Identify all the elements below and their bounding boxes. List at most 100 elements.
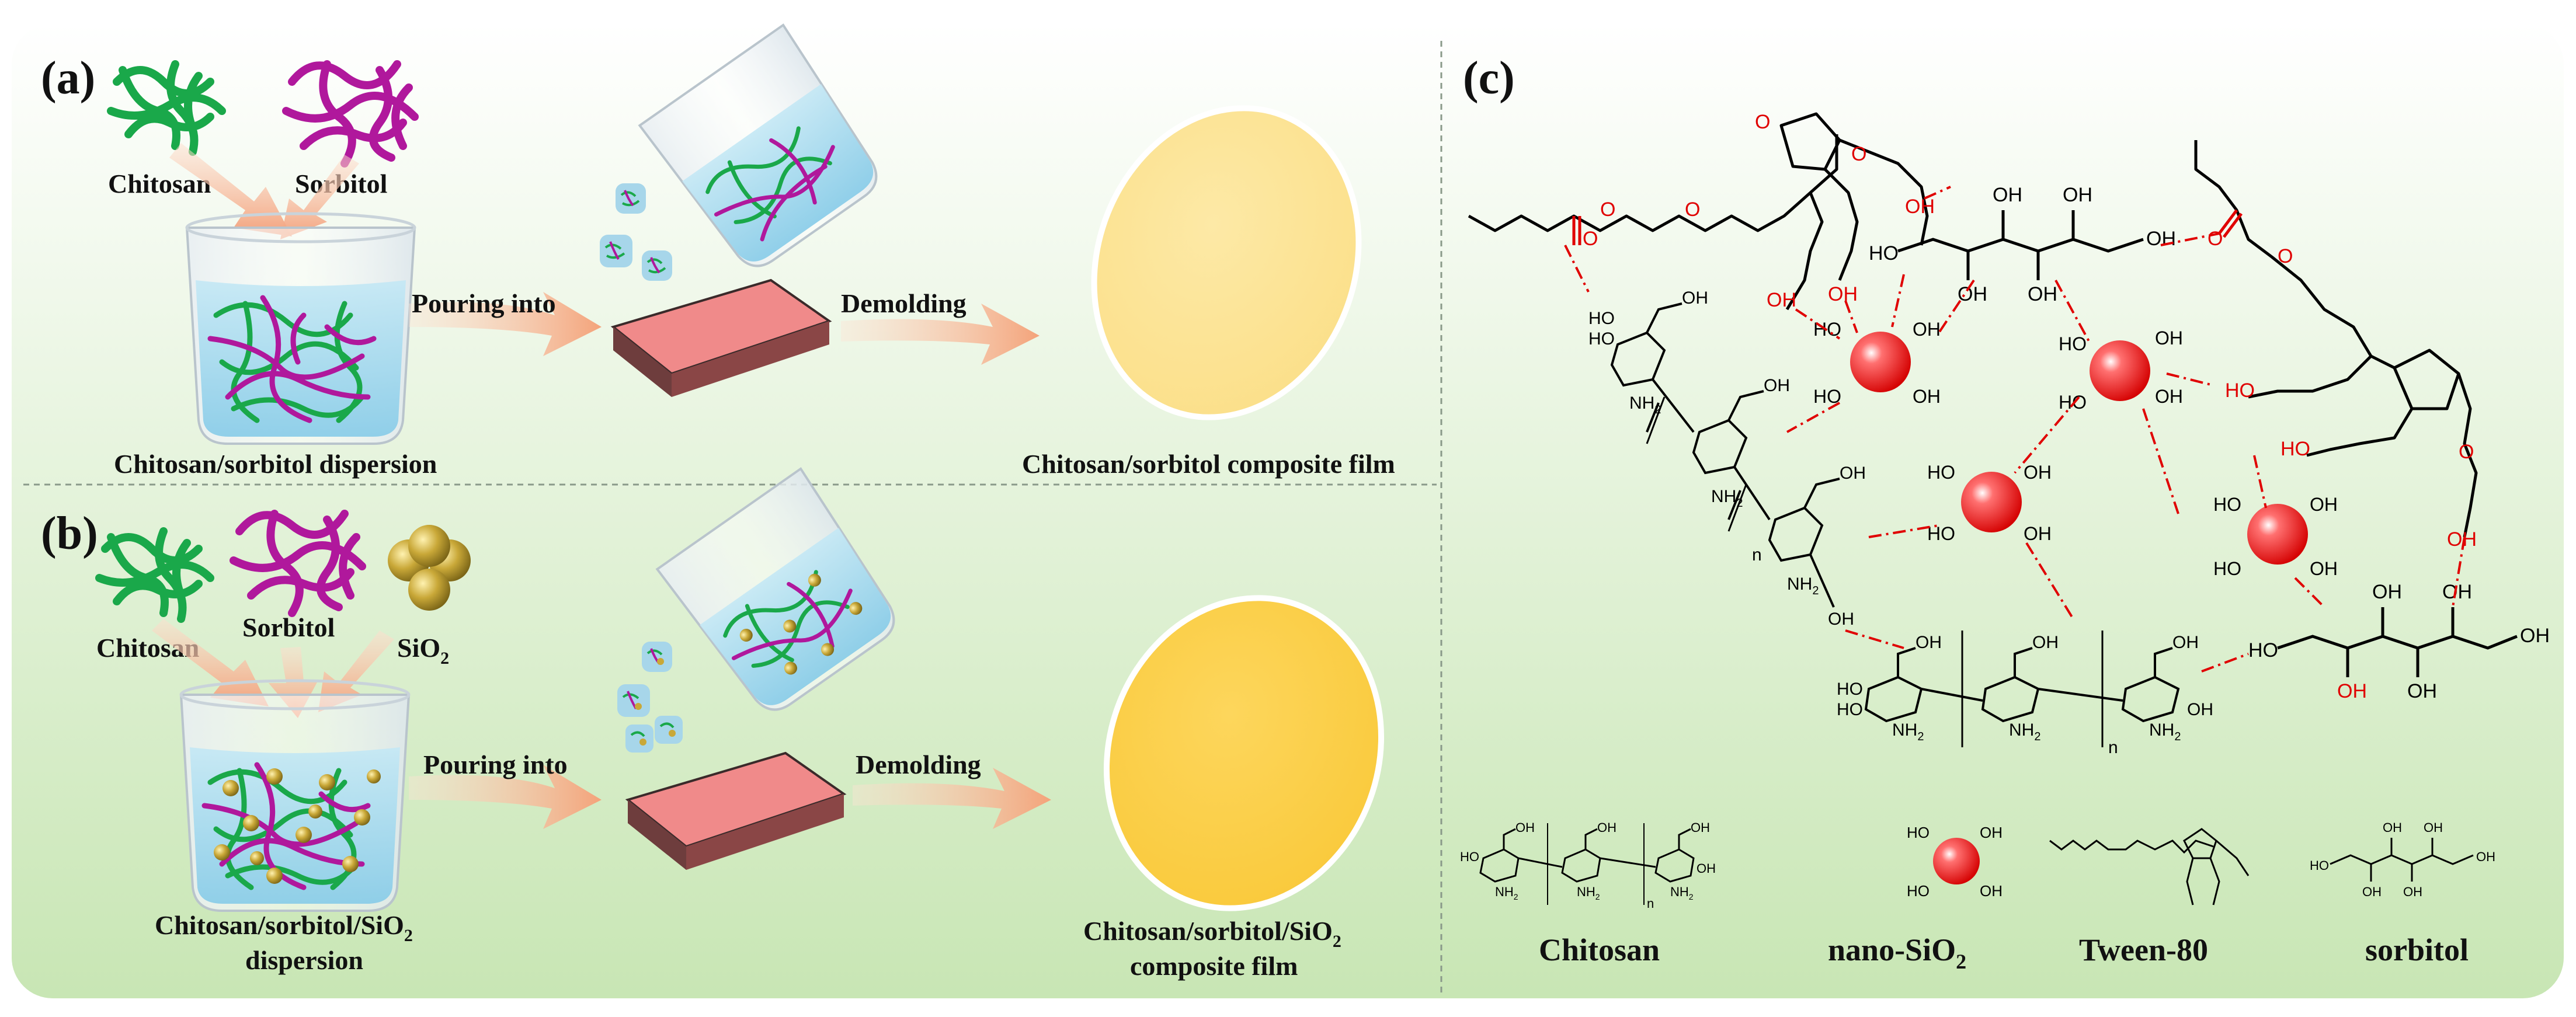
sio2-particles-icon bbox=[388, 525, 471, 611]
legend-label-nano-sio2: nano-SiO2 bbox=[1828, 932, 1966, 973]
hydroxyl-label: OH bbox=[1980, 824, 2003, 841]
hydroxyl-label: OH bbox=[2155, 328, 2183, 349]
legend-tween80-icon bbox=[2049, 828, 2250, 905]
mold-tray-a-icon bbox=[610, 278, 832, 397]
oxygen-label: O bbox=[1851, 143, 1866, 165]
hydroxyl-label: OH bbox=[2028, 283, 2057, 305]
hydroxyl-label: OH bbox=[2146, 228, 2176, 250]
pouring-arrow-a bbox=[409, 292, 602, 356]
hydroxyl-label: OH bbox=[2337, 680, 2367, 702]
pouring-beaker-b-icon bbox=[655, 467, 895, 711]
droplets-b-icon bbox=[617, 642, 683, 753]
hydroxyl-label: HO bbox=[1588, 309, 1615, 328]
legend-chitosan-icon bbox=[1479, 823, 1695, 905]
demolding-label-b: Demolding bbox=[856, 750, 981, 779]
hydroxyl-label: OH bbox=[1597, 820, 1616, 835]
demolding-arrow-b bbox=[853, 768, 1051, 829]
legend-label-tween80: Tween-80 bbox=[2079, 932, 2208, 967]
mold-tray-b-icon bbox=[625, 751, 847, 870]
hydroxyl-label: HO bbox=[1907, 824, 1930, 841]
hydroxyl-label: OH bbox=[1515, 820, 1535, 835]
hydroxyl-label: HO bbox=[2213, 558, 2241, 579]
oxygen-label: O bbox=[1600, 198, 1615, 221]
legend-chitosan-labels: HO OH OH OH NH2 NH2 NH2 n OH bbox=[1460, 820, 1716, 911]
hydroxyl-label: OH bbox=[2032, 633, 2059, 652]
hydroxyl-label: HO bbox=[1907, 882, 1930, 900]
pouring-label-a: Pouring into bbox=[412, 288, 556, 318]
legend-label-sorbitol: sorbitol bbox=[2365, 932, 2469, 967]
oxygen-label: O bbox=[1755, 111, 1770, 133]
repeat-n: n bbox=[1647, 896, 1654, 911]
tween80-molecule-left bbox=[1468, 112, 1929, 311]
hydroxyl-label: HO bbox=[1837, 680, 1863, 699]
hydroxyl-label: OH bbox=[1682, 288, 1708, 308]
sorbitol-molecule-bottom bbox=[2277, 607, 2518, 677]
hydroxyl-label: HO bbox=[2248, 639, 2278, 661]
legend-label-chitosan: Chitosan bbox=[1539, 932, 1660, 967]
legend-sio2-icon bbox=[1933, 838, 1980, 884]
sorbitol-labels-top: HO OH OH OH OH OH bbox=[1869, 184, 2176, 305]
beaker-b-icon bbox=[179, 679, 411, 912]
panel-b-label: (b) bbox=[41, 508, 98, 559]
amine-label: NH2 bbox=[1892, 720, 1924, 743]
hydroxyl-label: OH bbox=[2520, 625, 2550, 647]
chitosan-diag-labels: HO HO OH NH2 OH NH2 OH NH2 OH n bbox=[1588, 288, 1866, 629]
sio2-sphere bbox=[2090, 340, 2150, 401]
pouring-beaker-a-icon bbox=[638, 23, 878, 267]
dispersion-label-a: Chitosan/sorbitol dispersion bbox=[114, 449, 437, 479]
hydroxyl-label: OH bbox=[2063, 184, 2092, 206]
dispersion-label-b-line2: dispersion bbox=[245, 945, 363, 975]
tween80-labels-left: O O O O OH OH OH O bbox=[1583, 111, 1935, 311]
sio2-sphere bbox=[1850, 332, 1911, 392]
hydroxyl-label: OH bbox=[2172, 633, 2199, 652]
repeat-n: n bbox=[2108, 738, 2118, 757]
hydroxyl-label: OH bbox=[2403, 884, 2422, 899]
hydroxyl-label: OH bbox=[1913, 319, 1941, 340]
hydroxyl-label: OH bbox=[1916, 633, 1942, 652]
hydroxyl-label: OH bbox=[1828, 609, 1854, 629]
hydroxyl-label: HO bbox=[1460, 849, 1479, 864]
hydroxyl-label: OH bbox=[1980, 882, 2003, 900]
hydroxyl-label: OH bbox=[2407, 680, 2437, 702]
hydroxyl-label: HO bbox=[2213, 494, 2241, 515]
hydroxyl-label: OH bbox=[1697, 861, 1716, 876]
hydroxyl-label: OH bbox=[2310, 558, 2338, 579]
hydroxyl-label: OH bbox=[2310, 494, 2338, 515]
sorbitol-network-icon bbox=[230, 510, 366, 617]
tween80-molecule-right bbox=[2194, 140, 2478, 538]
hydroxyl-label: OH bbox=[2187, 700, 2213, 719]
legend-sorbitol-labels: HO OH OH OH OH OH bbox=[2310, 820, 2495, 899]
hydroxyl-label: OH bbox=[2442, 581, 2472, 603]
chitosan-chain-horizontal bbox=[1864, 631, 2180, 747]
amine-label: NH2 bbox=[1787, 574, 1819, 597]
hydroxyl-label: HO bbox=[2225, 379, 2255, 402]
legend-sio2-labels: HO OH HO OH bbox=[1907, 824, 2003, 900]
hydroxyl-label: OH bbox=[2372, 581, 2402, 603]
hydroxyl-label: OH bbox=[1913, 386, 1941, 407]
panel-c: (c) O O O O OH OH OH O bbox=[1460, 53, 2550, 973]
pouring-label-b: Pouring into bbox=[423, 750, 568, 779]
sio2-sphere bbox=[2247, 504, 2308, 565]
film-label-b-line2: composite film bbox=[1130, 951, 1298, 981]
hydroxyl-label: OH bbox=[2424, 820, 2443, 835]
droplets-a-icon bbox=[600, 183, 672, 281]
legend-sorbitol-icon bbox=[2330, 838, 2474, 882]
hydroxyl-label: OH bbox=[1958, 283, 1987, 305]
hydroxyl-label: HO bbox=[1837, 700, 1863, 719]
amine-label: NH2 bbox=[1711, 487, 1743, 510]
film-label-a: Chitosan/sorbitol composite film bbox=[1022, 449, 1395, 479]
hydroxyl-label: HO bbox=[1588, 329, 1615, 349]
demolding-label-a: Demolding bbox=[841, 288, 967, 318]
oxygen-label: O bbox=[1685, 198, 1700, 221]
hydroxyl-label: HO bbox=[2059, 392, 2087, 413]
demolding-arrow-a bbox=[841, 304, 1040, 365]
oxygen-label: O bbox=[2459, 441, 2474, 463]
sorbitol-labels-bottom: HO OH OH OH OH OH bbox=[2248, 581, 2550, 702]
composite-film-b bbox=[1103, 595, 1385, 911]
arrow-chitosan-to-beaker-b bbox=[152, 619, 269, 706]
oxygen-label: O bbox=[2278, 245, 2293, 267]
hydroxyl-label: HO bbox=[2310, 858, 2329, 873]
amine-label: NH2 bbox=[1495, 884, 1518, 901]
hydroxyl-label: OH bbox=[1993, 184, 2022, 206]
